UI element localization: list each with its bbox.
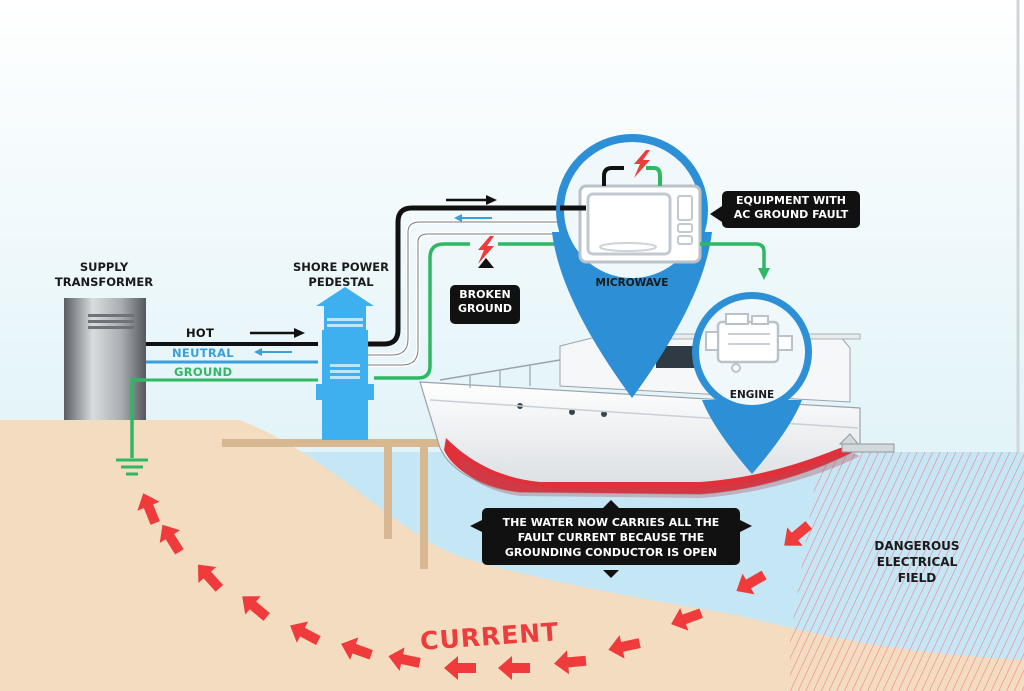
water-fault-callout: THE WATER NOW CARRIES ALL THE FAULT CURR… [482,508,740,565]
current-arrow-icon [498,656,530,680]
current-arrow-icon [671,608,703,631]
current-arrows [137,493,812,680]
arrow-down-icon [758,268,770,280]
arrow-right-icon [250,328,305,338]
current-arrow-icon [554,650,587,675]
arrow-right-icon [446,195,497,205]
lightning-bolt-icon [634,150,650,178]
ground-wire-microwave-top [646,166,662,186]
shore-power-pedestal-label: SHORE POWER PEDESTAL [293,260,389,289]
ground-wire-earth [130,378,146,458]
hot-wire-label: HOT [186,326,215,340]
neutral-wire-cord [368,221,560,356]
dangerous-field-label: DANGEROUS ELECTRICAL FIELD [874,539,960,585]
supply-transformer-label: SUPPLY TRANSFORMER [54,260,154,289]
current-arrow-icon [388,647,421,671]
current-arrow-icon [290,621,321,645]
hot-wire-microwave-top [602,166,624,186]
hot-wire-cord [368,205,560,347]
lightning-bolt-icon [478,236,494,264]
callout-pointer [478,258,494,268]
current-arrow-icon [159,524,184,555]
sand-seabed [0,420,1024,691]
callout-pointer [470,520,482,532]
current-arrow-icon [242,596,270,621]
microwave-illustration [578,184,702,264]
ground-wire-boat-a [374,242,470,380]
arrow-left-icon [254,348,292,356]
callout-pointer [740,520,752,532]
neutral-wire-label: NEUTRAL [172,346,234,360]
current-arrow-icon [197,564,224,592]
current-arrow-icon [137,493,160,525]
dangerous-field-hatch [790,452,1024,691]
current-arrow-icon [736,570,767,595]
engine-label: ENGINE [729,389,775,401]
ground-symbol-icon [116,458,148,476]
arrow-left-icon [454,214,492,222]
current-arrow-icon [784,521,812,546]
microwave-label: MICROWAVE [595,277,669,289]
callout-pointer [603,570,619,578]
shore-power-pedestal [316,287,374,440]
current-arrow-icon [444,656,476,680]
current-arrow-icon [341,637,373,660]
broken-ground-callout: BROKEN GROUND [450,285,520,324]
dock [222,439,444,569]
current-arrow-icon [608,635,641,659]
engine-illustration [705,313,793,373]
equipment-fault-callout: EQUIPMENT WITH AC GROUND FAULT [722,191,860,228]
ground-wire-to-engine [700,242,766,270]
cord-sheath [368,233,560,366]
callout-pointer [710,206,722,222]
callout-pointer [603,500,619,508]
ground-wire-label: GROUND [174,365,233,379]
